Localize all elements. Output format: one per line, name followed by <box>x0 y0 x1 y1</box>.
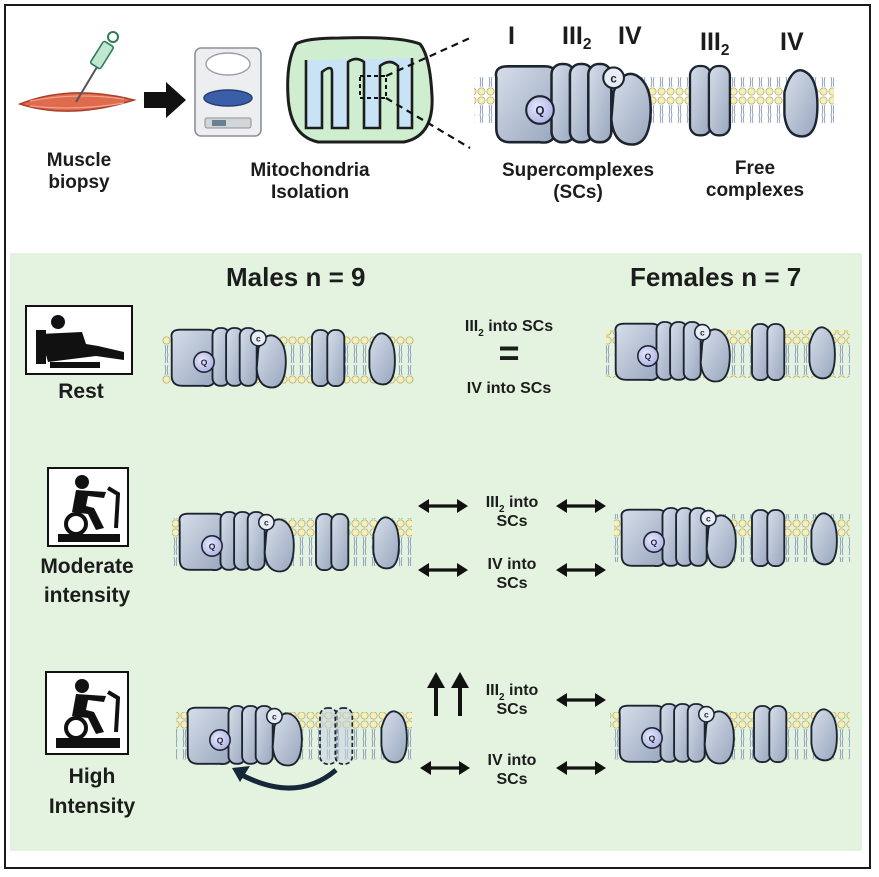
complex-i-label: I <box>508 22 515 50</box>
free-iii2-rest-female <box>751 323 786 382</box>
workflow-arrow-icon <box>144 82 186 118</box>
double-arrow-icon <box>416 497 470 515</box>
mitochondrion-icon <box>286 36 434 144</box>
equal-sign: = <box>498 332 520 373</box>
centrifuge-icon <box>194 47 262 137</box>
free-iii2-label: III2 <box>700 28 730 59</box>
exercise-bike-icon <box>45 671 129 755</box>
supercomplex-high-male <box>186 705 303 767</box>
free-iv-label: IV <box>780 28 804 56</box>
supercomplex-moderate-male <box>178 511 295 573</box>
rest-iv-label: IV into SCs <box>466 380 552 397</box>
free-iv-moderate-male <box>372 516 400 570</box>
double-arrow-icon <box>416 561 470 579</box>
free-iv-rest-female <box>808 326 836 380</box>
free-iv-top <box>783 69 819 138</box>
supercomplex-rest-male <box>170 327 287 389</box>
females-heading: Females n = 7 <box>630 262 802 292</box>
recliner-icon <box>25 305 133 375</box>
condition-rest: Rest <box>58 380 104 403</box>
double-arrow-icon <box>554 497 608 515</box>
supercomplex-high-female <box>618 703 735 765</box>
curved-arrow-icon <box>238 768 338 791</box>
supercomplex-moderate-female <box>620 507 737 569</box>
free-iv-high-male <box>380 710 408 764</box>
males-heading: Males n = 9 <box>226 262 366 292</box>
up-arrow-icon <box>427 672 469 716</box>
free-iii2-moderate-female <box>751 509 786 568</box>
free-iii2-moderate-male <box>315 513 350 572</box>
free-iii2-top <box>688 64 732 137</box>
double-arrow-icon <box>554 561 608 579</box>
double-arrow-icon <box>554 691 608 709</box>
needle-icon <box>75 31 119 103</box>
migrating-iii2-dashed <box>319 707 354 765</box>
rest-iii2-label: III2 into SCs <box>464 318 554 339</box>
free-iii2-rest-male <box>311 329 346 388</box>
complex-iv-label: IV <box>618 22 642 50</box>
double-arrow-icon <box>554 759 608 777</box>
free-iv-rest-male <box>368 332 396 386</box>
moderate-iii2-label: III2 into SCs <box>485 494 539 530</box>
free-iv-high-female <box>810 708 838 762</box>
supercomplex-rest-female <box>614 321 731 383</box>
high-iii2-label: III2 into SCs <box>485 682 539 718</box>
supercomplex-top <box>494 62 652 146</box>
exercise-bike-icon <box>47 467 129 547</box>
free-iv-moderate-female <box>810 512 838 566</box>
supercomplexes-label: Supercomplexes(SCs) <box>501 160 655 204</box>
complex-iii2-label: III2 <box>562 22 592 53</box>
double-arrow-icon <box>418 759 472 777</box>
free-iii2-high-female <box>753 705 788 764</box>
